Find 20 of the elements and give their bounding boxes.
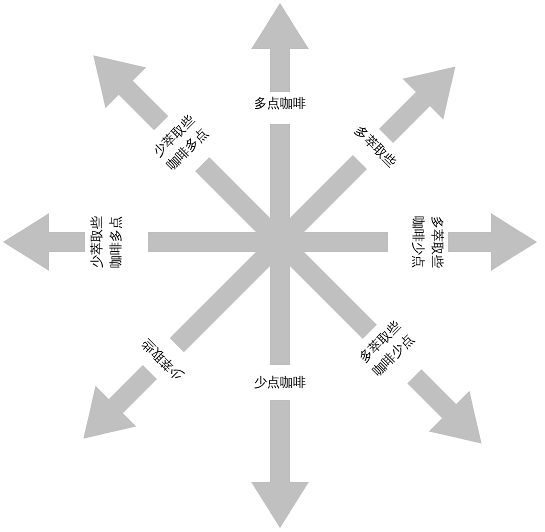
arrow-label: 多萃取些	[350, 122, 400, 172]
arrow-label: 少萃取些	[138, 334, 188, 384]
connector-line	[148, 232, 388, 252]
connector-line	[170, 155, 367, 352]
arrow	[379, 66, 456, 143]
arrow	[448, 213, 537, 271]
arrow	[407, 369, 482, 444]
arrow-label: 多萃取些咖啡少点	[408, 215, 446, 269]
arrow	[83, 365, 157, 439]
arrow-label: 多萃取些咖啡少点	[355, 317, 420, 382]
arrow	[251, 400, 309, 528]
arrow	[251, 3, 309, 92]
arrow	[3, 213, 85, 271]
connector-line	[270, 124, 290, 365]
arrow-label: 少萃取些咖啡多点	[88, 215, 126, 269]
connector-line	[195, 157, 377, 339]
arrow	[93, 55, 168, 130]
arrow-label: 少点咖啡	[254, 374, 306, 392]
arrow-label: 多点咖啡	[254, 94, 306, 114]
arrow-label: 少萃取些咖啡多点	[148, 110, 214, 176]
